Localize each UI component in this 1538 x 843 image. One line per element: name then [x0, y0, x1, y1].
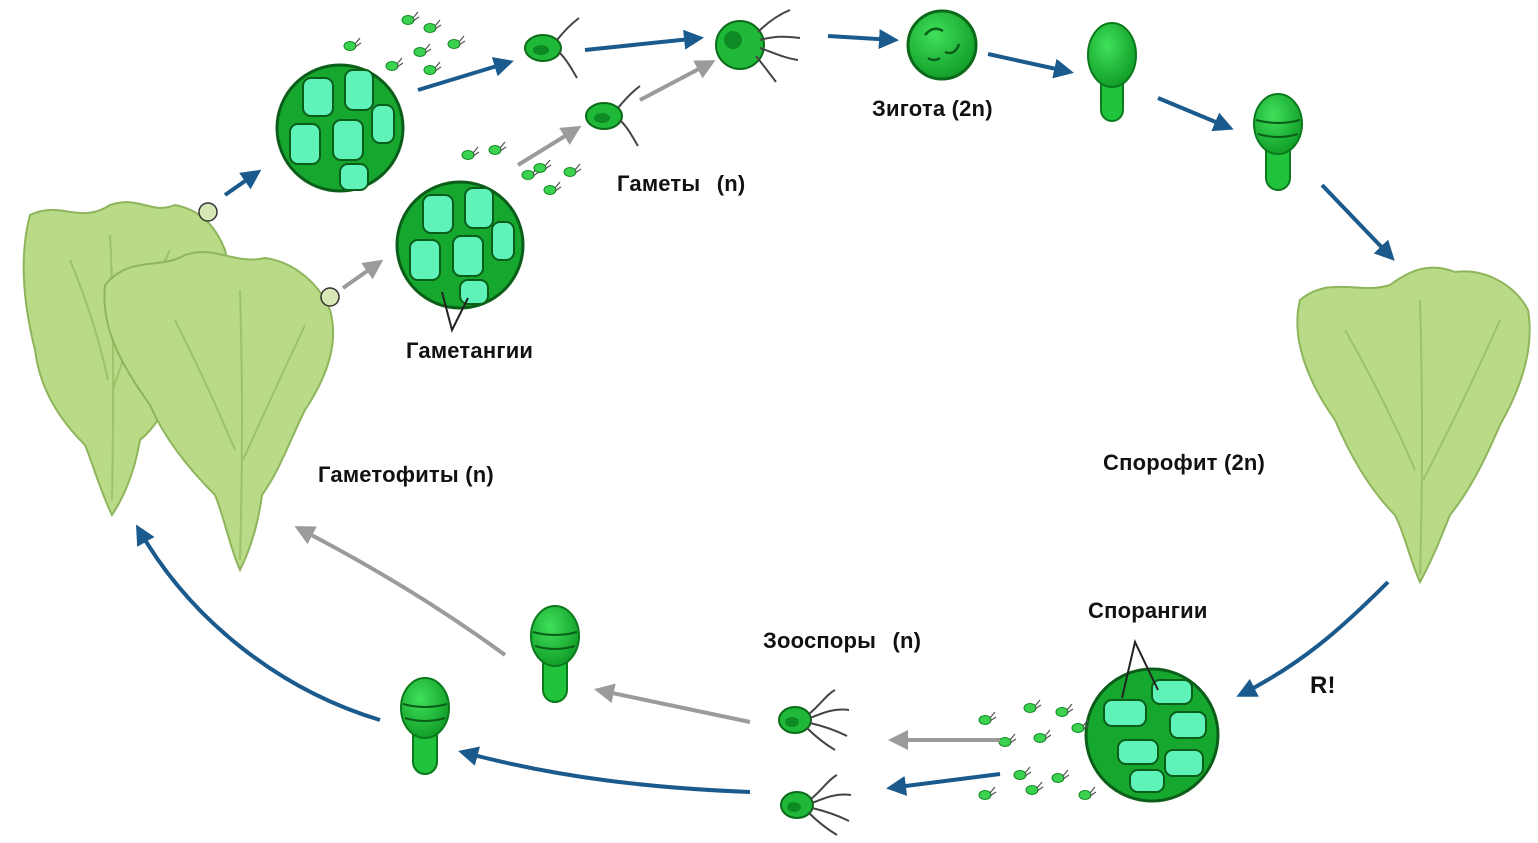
young-sporophyte-1	[1087, 22, 1137, 122]
zoospore-lower	[780, 774, 852, 836]
gametes-label: Гаметы (n)	[617, 171, 746, 196]
gametangia-pointer	[441, 291, 469, 333]
gametophytes-label: Гаметофиты (n)	[318, 462, 494, 487]
gamete-swarm-upper	[343, 11, 466, 76]
young-gametophyte-2	[400, 677, 450, 775]
gamete-lower	[585, 85, 641, 147]
zygote-label: Зигота (2n)	[872, 96, 993, 121]
sporangia-label: Спорангии	[1088, 598, 1208, 623]
meiosis-label: R!	[1310, 672, 1336, 699]
gametangium-bud-2	[320, 287, 340, 307]
zoospore-upper	[778, 689, 850, 751]
gametangium-bud-1	[198, 202, 218, 222]
zoospore-swarm	[978, 699, 1097, 801]
zygote-cell	[906, 9, 978, 81]
zoospores-label: Зооспоры (n)	[763, 628, 922, 653]
gametangium-cell-lower	[395, 180, 525, 310]
gamete-upper	[524, 17, 580, 79]
sporophyte-thallus	[1296, 266, 1531, 585]
sporangium-cell	[1084, 667, 1220, 803]
young-sporophyte-2	[1253, 93, 1303, 191]
sporophyte-label: Спорофит (2n)	[1103, 450, 1266, 475]
gametangium-cell-upper	[275, 63, 405, 193]
gametophyte-thallus-front	[103, 251, 335, 573]
cycle-arrows	[136, 29, 1395, 796]
young-gametophyte-1	[530, 605, 580, 703]
sporangia-pointer	[1121, 638, 1159, 699]
gametangia-label: Гаметангии	[406, 338, 534, 363]
fusing-gametes	[715, 9, 801, 83]
